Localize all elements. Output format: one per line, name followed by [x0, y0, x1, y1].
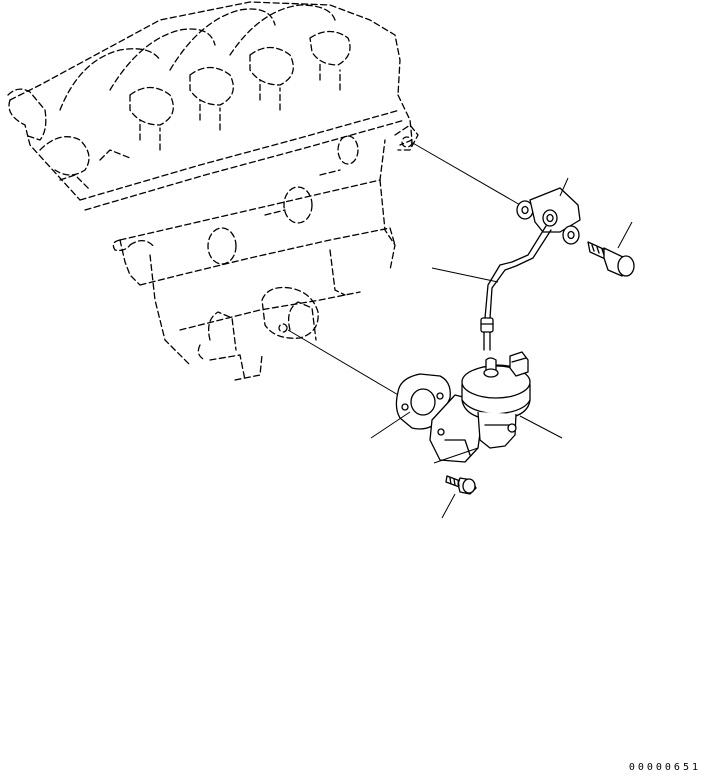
vacuum-tube: [484, 225, 547, 319]
alignment-lines: [287, 141, 523, 397]
mounting-bolt: [433, 447, 479, 495]
drawing-code: 00000651: [628, 762, 701, 773]
tube-fitting: [480, 317, 494, 333]
banjo-bolt: [587, 241, 635, 277]
engine-block-phantom: [7, 1, 419, 381]
callout-leaders: [370, 177, 633, 519]
banjo-fitting-assembly: [480, 187, 635, 351]
vacuum-pump: [429, 351, 531, 463]
banjo-eye: [529, 187, 581, 233]
